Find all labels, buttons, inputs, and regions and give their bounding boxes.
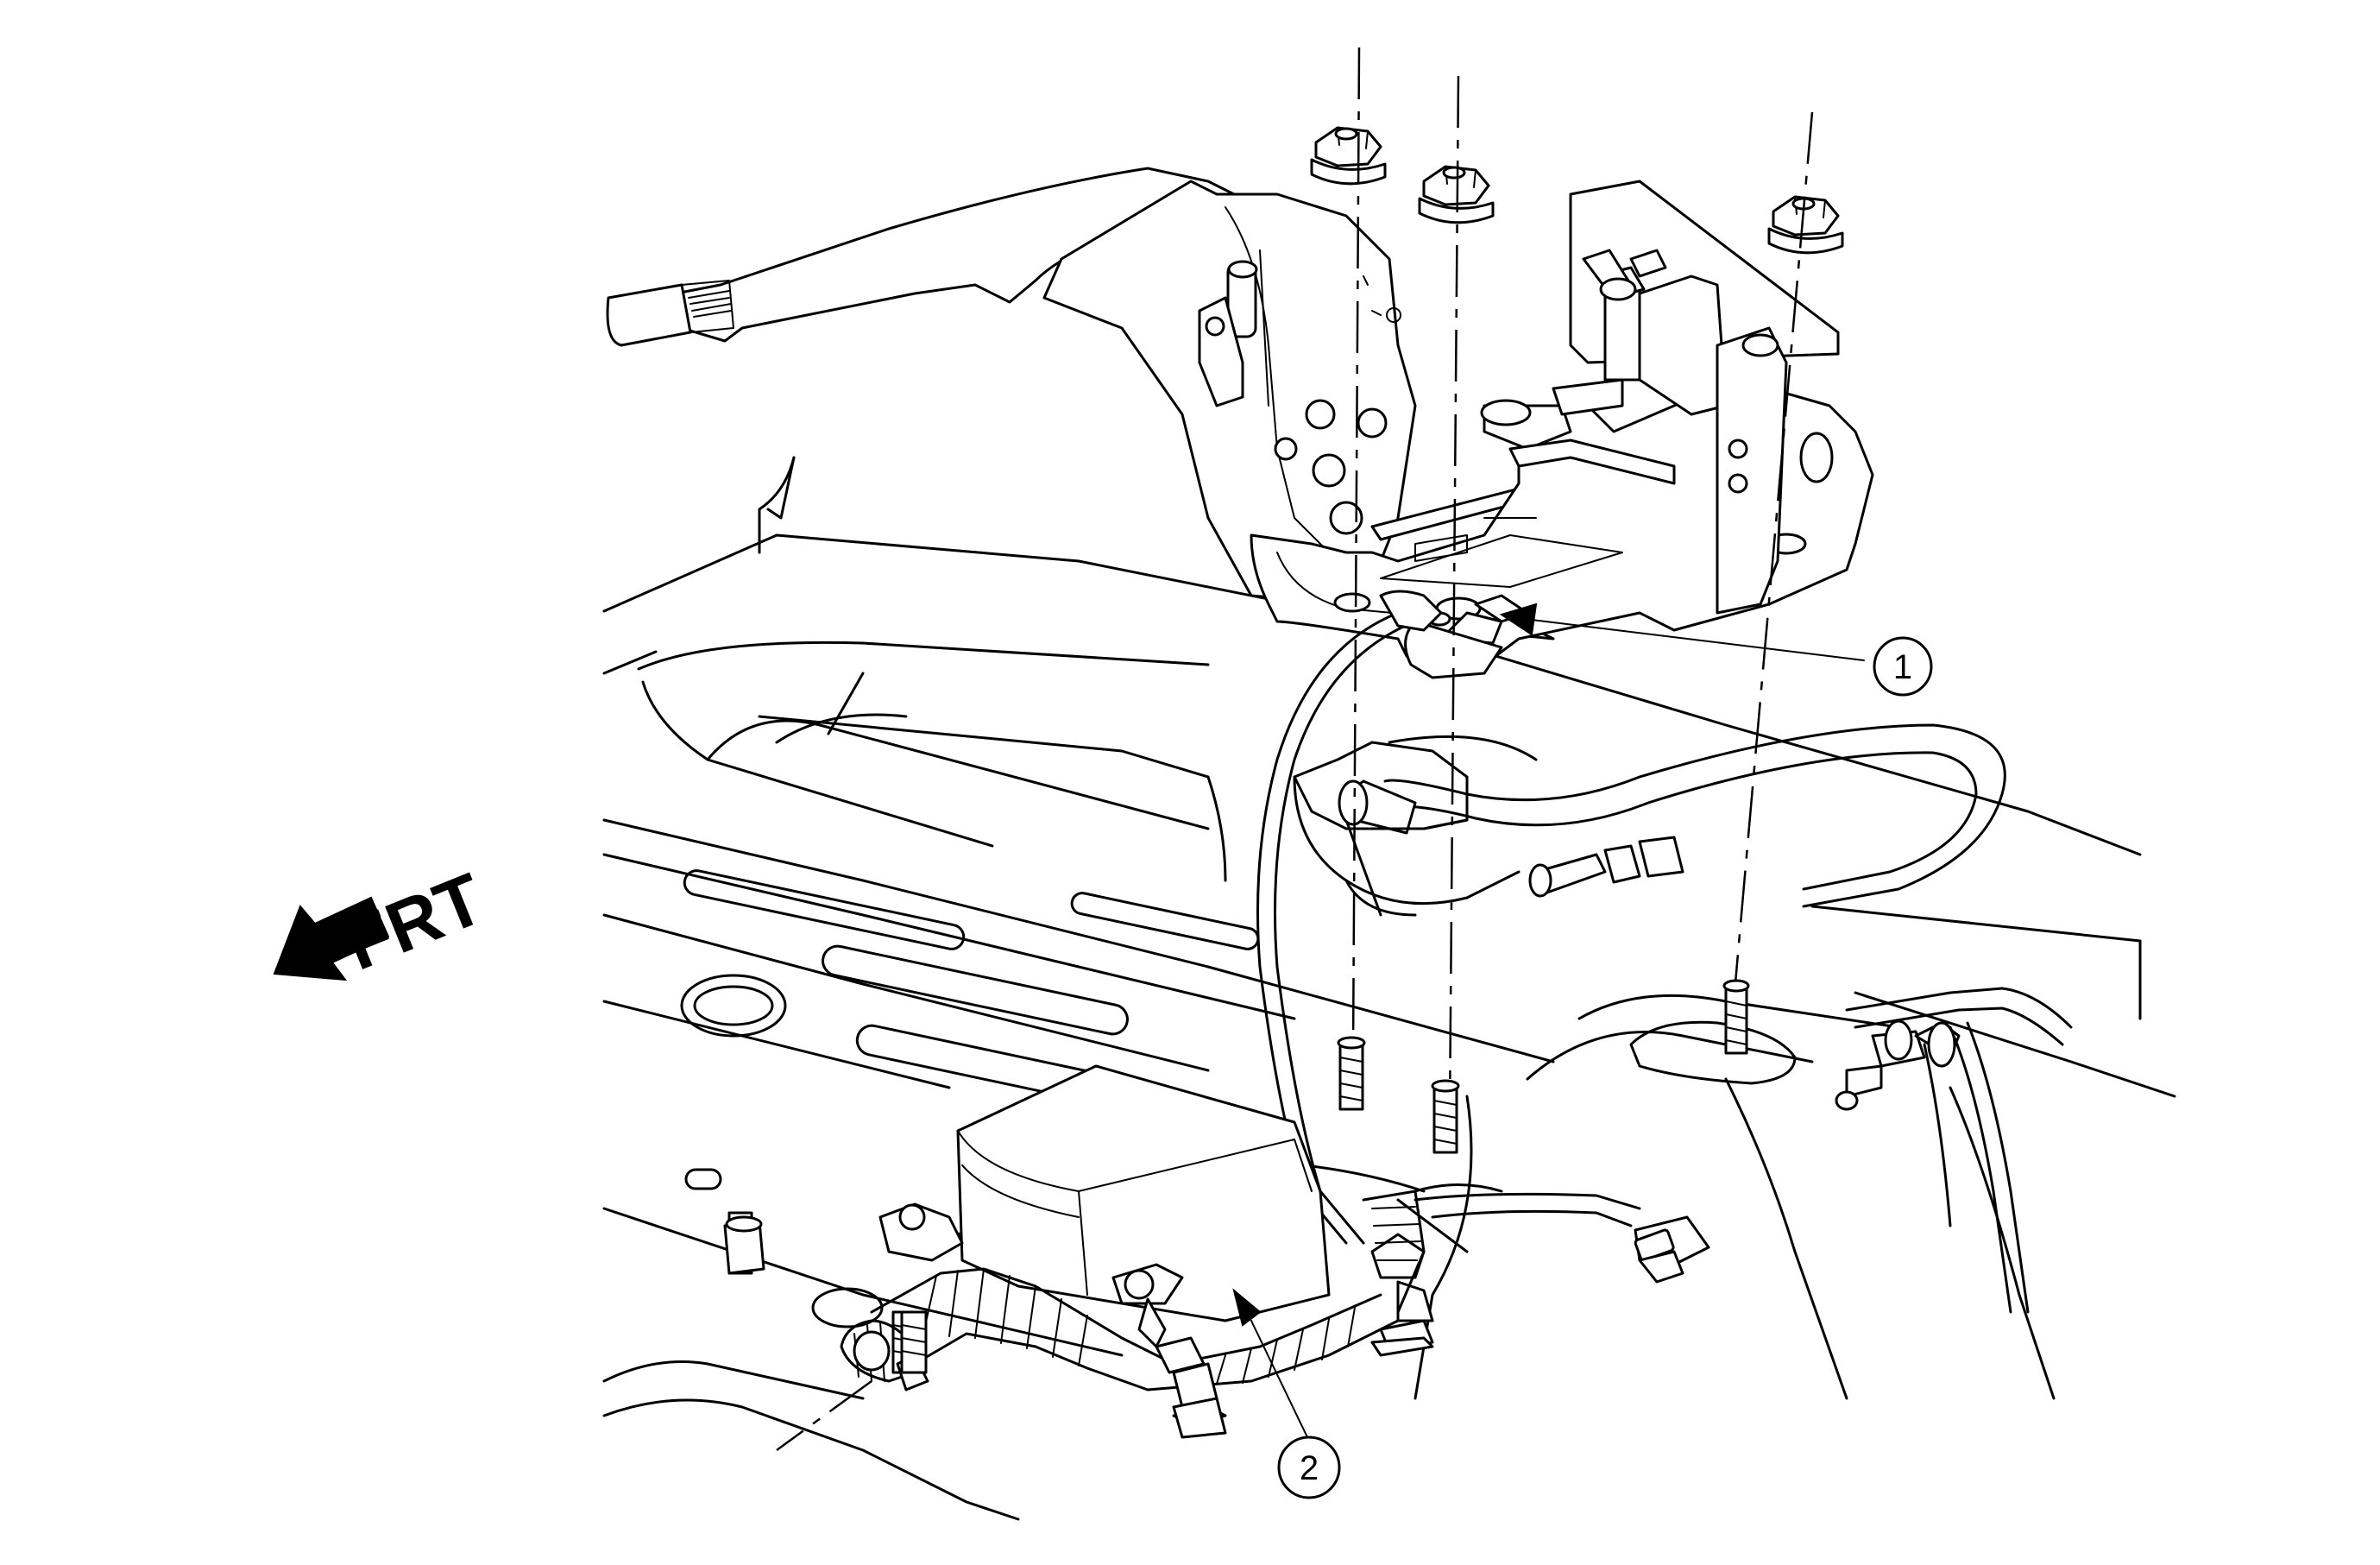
floor-pan — [602, 456, 2176, 1521]
callout-1-label: 1 — [1893, 648, 1912, 686]
callout-1-arrowhead-icon — [1499, 603, 1538, 636]
fastener-centerlines — [776, 47, 1814, 1452]
front-direction-label: FRT — [334, 857, 495, 985]
harness-conduit — [723, 1190, 1434, 1439]
wiring-harness — [1256, 590, 1710, 1284]
fastener-nut-left — [1310, 126, 1387, 186]
callout-circle-icon — [1873, 636, 1933, 697]
callout-2-arrowhead-icon — [1232, 1288, 1262, 1327]
fastener-nut-right — [1767, 195, 1844, 255]
fastener-nut-center — [1418, 165, 1495, 224]
callout-1: 1 — [1499, 603, 1933, 697]
park-brake-cable — [1293, 723, 2073, 1314]
front-direction-indicator: FRT — [273, 857, 495, 986]
control-module — [878, 1064, 1434, 1348]
front-direction-arrow-icon — [273, 896, 390, 981]
callout-2-label: 2 — [1300, 1449, 1319, 1487]
park-brake-lever — [606, 167, 1641, 641]
stud-right — [1337, 979, 1750, 1154]
callout-circle-icon — [1277, 1436, 1341, 1499]
callout-2: 2 — [1232, 1288, 1341, 1499]
